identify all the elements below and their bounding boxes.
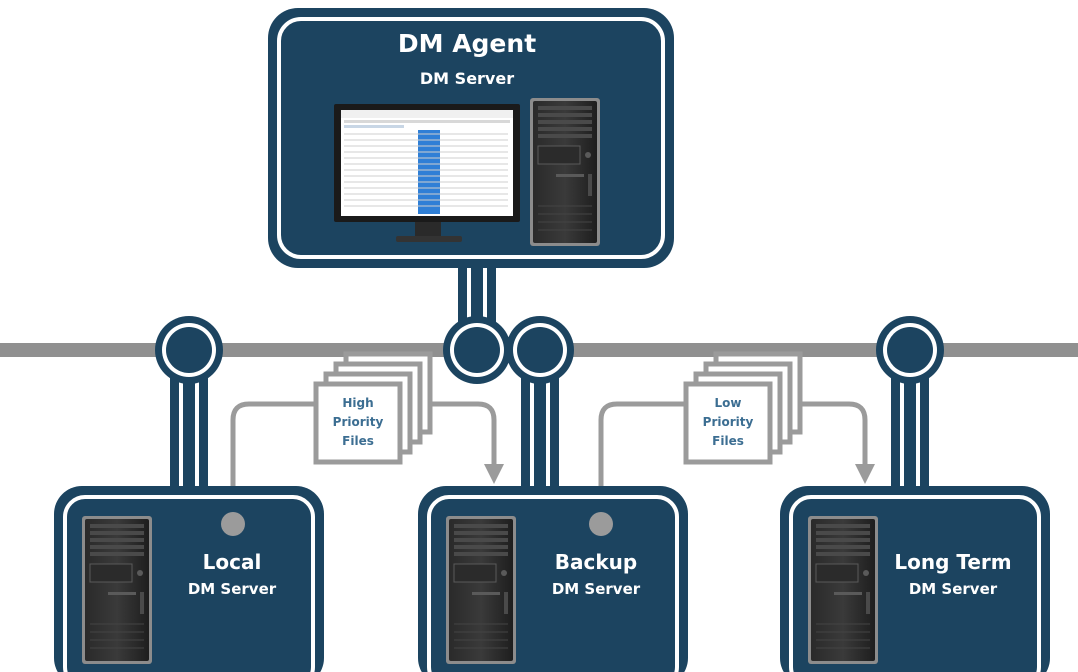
backup-server-node: Backup DM Server (418, 486, 688, 672)
server-tower-icon (445, 515, 517, 665)
low-priority-line-2: Priority (703, 415, 754, 429)
flow-endpoint (221, 512, 245, 536)
arrow-down-icon (484, 464, 504, 484)
connector-node-icon (876, 316, 944, 384)
low-priority-line-1: Low (715, 396, 742, 410)
longterm-server-name: Long Term (894, 550, 1011, 574)
server-tower-icon (807, 515, 879, 665)
longterm-server-node: Long Term DM Server (780, 486, 1050, 672)
low-priority-line-3: Files (712, 434, 744, 448)
agent-subtitle: DM Server (420, 69, 514, 88)
high-priority-line-2: Priority (333, 415, 384, 429)
connector-node-icon (443, 316, 511, 384)
arrow-down-icon (855, 464, 875, 484)
backup-server-name: Backup (555, 550, 637, 574)
connector-node-icon (506, 316, 574, 384)
local-server-node: Local DM Server (54, 486, 324, 672)
backup-server-subtitle: DM Server (552, 580, 641, 598)
local-server-name: Local (203, 550, 262, 574)
connector-node-icon (155, 316, 223, 384)
agent-node: DM Agent DM Server (268, 8, 674, 268)
monitor-icon (334, 104, 520, 242)
local-server-subtitle: DM Server (188, 580, 277, 598)
local-connector (170, 360, 208, 502)
flow-endpoint (589, 512, 613, 536)
server-tower-icon (81, 515, 153, 665)
high-priority-line-1: High (342, 396, 373, 410)
longterm-server-subtitle: DM Server (909, 580, 998, 598)
high-priority-line-3: Files (342, 434, 374, 448)
agent-title: DM Agent (398, 29, 536, 58)
server-tower-icon (529, 97, 601, 247)
